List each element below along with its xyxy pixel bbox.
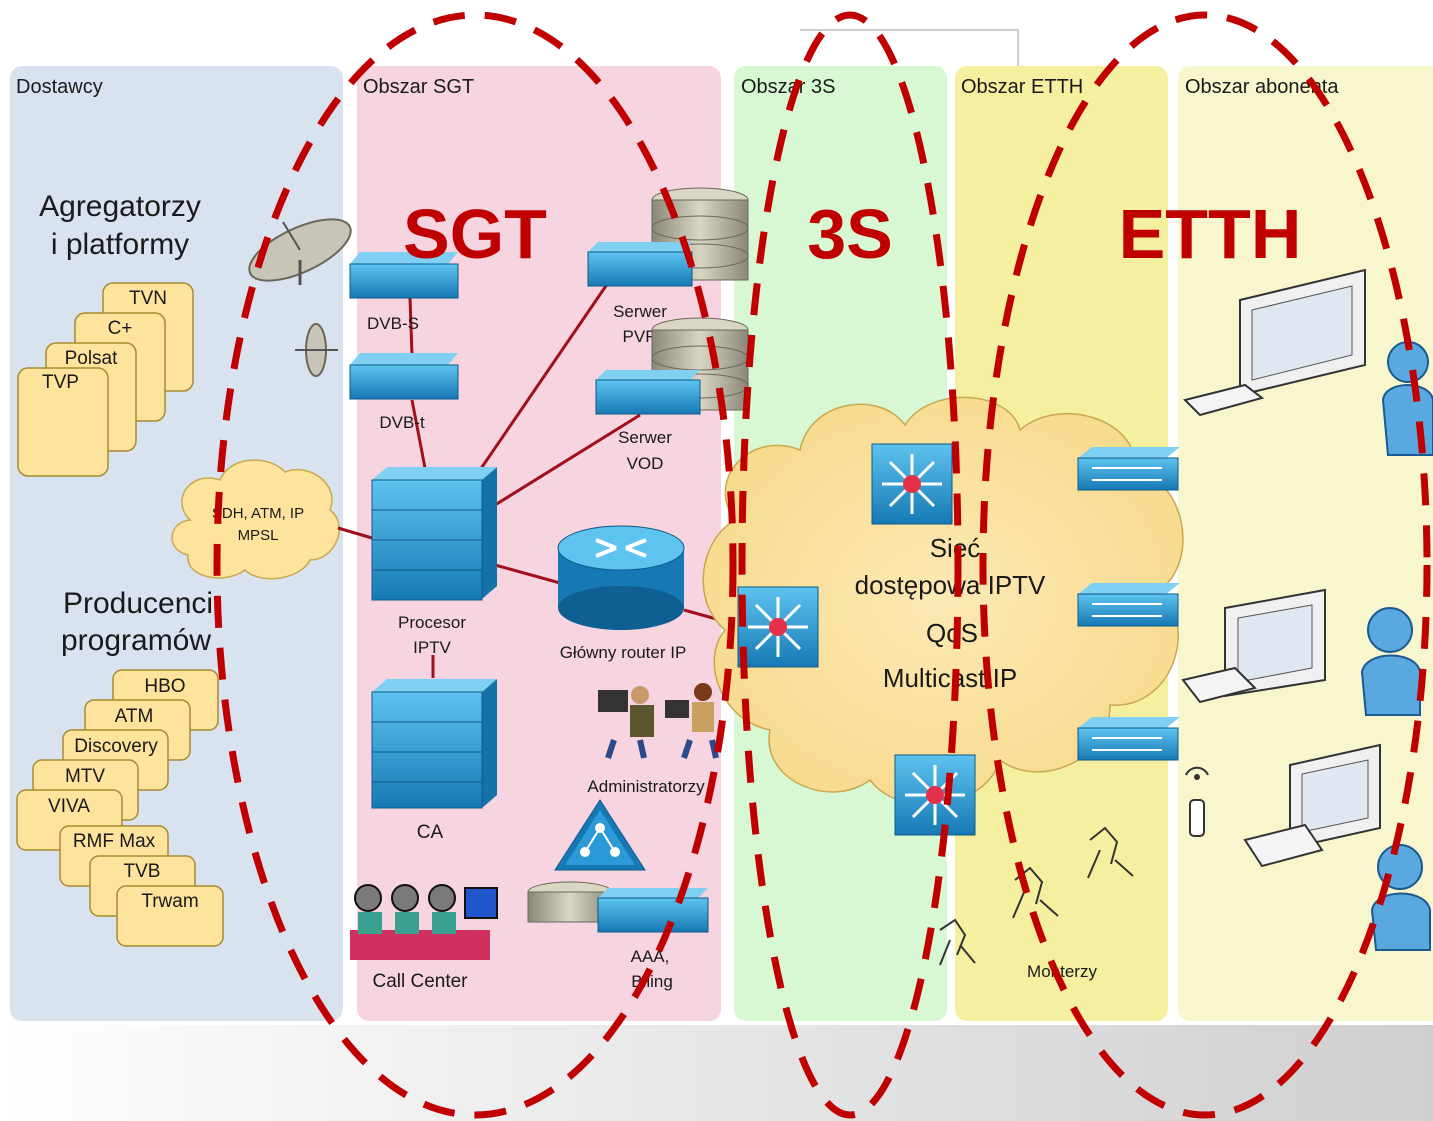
card-label: C+ [108,318,133,339]
zone-title-suppliers: Dostawcy [16,76,103,98]
card-label: RMF Max [73,831,156,852]
multilayer-switch-icon [871,443,953,525]
producer-cards: HBO ATM Discovery MTV VIVA RMF Max TVB T… [16,669,224,947]
card-label: TVN [129,288,167,309]
access-network-label-line3: QoS [926,618,978,648]
dvb-t-receiver-icon [349,353,459,400]
vod-label-line2: VOD [627,454,664,473]
subscriber-computer-icon [1183,268,1366,417]
aggregator-cards: TVN C+ Polsat TVP [17,282,194,477]
subscriber-computer-icon [1181,588,1326,704]
etth-ellipse [979,11,1431,1119]
slide-footer-band [0,1025,1433,1121]
vod-server-icon [595,317,749,415]
sgt-links [337,279,739,678]
card-label: TVP [42,372,79,393]
card-tvp [17,367,109,477]
installers-people-icon [939,826,1134,966]
producers-title-line2: programów [61,624,211,657]
subscriber-person-icon [1381,341,1433,456]
administrators-label: Administratorzy [587,777,705,796]
ca-server-icon [371,679,497,809]
card-label: TVB [124,861,161,882]
card-label: Trwam [141,891,198,912]
main-router-label: Główny router IP [560,643,687,662]
multilayer-switch-icon [894,754,976,836]
3s-ellipse [738,11,962,1119]
card-label: Polsat [65,348,119,369]
installers-label: Monterzy [1027,962,1097,981]
area-highlight-ellipses [213,11,1431,1119]
satellite-dish-large-icon [248,218,352,285]
iptv-processor-label-line1: Procesor [398,613,466,632]
etth-switch-icon [1077,447,1180,491]
sgt-big-label: SGT [403,195,547,273]
sgt-ellipse [213,11,737,1119]
pvr-label-line2: PVR [623,327,658,346]
etth-switch-icon [1077,717,1180,761]
zone-title-3s: Obszar 3S [741,76,835,98]
etth-switch-icon [1077,583,1180,627]
zone-title-sgt: Obszar SGT [363,76,474,98]
subscriber-person-icon [1370,844,1431,951]
multilayer-switch-icon [737,586,819,668]
3s-big-label: 3S [807,195,893,273]
aggregators-title-line1: Agregatorzy [39,190,201,223]
directory-server-icon [554,799,646,871]
satellite-dish-small-icon [295,323,338,377]
access-network-label-line4: Multicast IP [883,663,1017,693]
dvb-s-receiver-icon [349,252,459,299]
producers-title-line1: Producenci [63,587,213,620]
cloud-shape [702,396,1184,806]
card-label: MTV [65,766,105,787]
administrators-people-icon [598,683,719,759]
transport-cloud-line2: MPSL [238,527,279,544]
pvr-label-line1: Serwer [613,302,667,321]
dvb-t-label: DVB-t [379,413,425,432]
iptv-processor-icon [371,467,497,601]
frame-line [800,29,1019,70]
ca-label: CA [417,822,444,843]
subscriber-person-icon [1360,607,1421,716]
card-trwam [116,885,224,947]
wireless-antenna-icon [1185,766,1209,837]
call-center-label: Call Center [372,971,468,992]
call-center-people-icon [350,884,498,960]
zone-title-subscriber: Obszar abonenta [1185,76,1339,98]
zone-title-etth: Obszar ETTH [961,76,1083,98]
card-label: HBO [144,676,185,697]
card-label: VIVA [48,796,90,817]
subscriber-computer-icon [1243,743,1381,868]
iptv-processor-label-line2: IPTV [413,638,451,657]
pvr-server-icon [587,187,749,287]
card-label: ATM [115,706,154,727]
card-label: Discovery [74,736,158,757]
etth-big-label: ETTH [1119,195,1302,273]
vod-label-line1: Serwer [618,428,672,447]
aaa-label-line1: AAA, [631,947,670,966]
access-network-cloud [702,396,1184,806]
aggregators-title-line2: i platformy [51,228,189,261]
main-router-icon [557,525,685,630]
access-network-label-line2: dostępowa IPTV [855,570,1046,600]
transport-cloud-line1: SDH, ATM, IP [212,505,304,522]
dvb-s-label: DVB-S [367,314,419,333]
